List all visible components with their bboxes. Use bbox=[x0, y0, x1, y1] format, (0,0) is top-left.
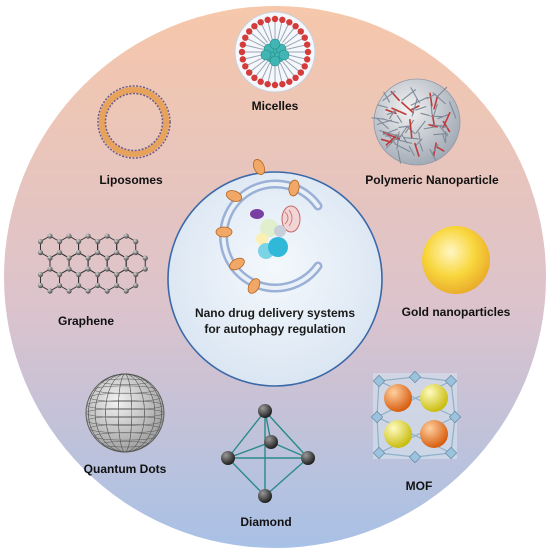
label-liposomes: Liposomes bbox=[99, 173, 163, 187]
quantum-dot-icon bbox=[85, 373, 165, 453]
label-diamond: Diamond bbox=[240, 515, 292, 529]
liposome-icon bbox=[97, 85, 171, 159]
graphene-icon bbox=[37, 233, 148, 294]
micelle-icon bbox=[234, 11, 316, 93]
label-polymeric-nanoparticle: Polymeric Nanoparticle bbox=[365, 173, 499, 187]
label-quantum-dots: Quantum Dots bbox=[83, 462, 167, 476]
label-graphene: Graphene bbox=[57, 314, 115, 328]
mof-icon bbox=[370, 370, 462, 464]
center-title-line1: Nano drug delivery systems bbox=[194, 306, 356, 320]
label-mof: MOF bbox=[405, 479, 433, 493]
gold-nanoparticle-icon bbox=[422, 226, 490, 294]
inner-circle bbox=[167, 171, 383, 387]
polymeric-nanoparticle-icon bbox=[371, 78, 461, 166]
autophagy-cell-icon bbox=[215, 159, 323, 294]
diamond-icon bbox=[221, 404, 315, 503]
center-title-line2: for autophagy regulation bbox=[204, 322, 346, 336]
label-micelles: Micelles bbox=[251, 99, 299, 113]
label-gold-nanoparticles: Gold nanoparticles bbox=[401, 305, 511, 319]
